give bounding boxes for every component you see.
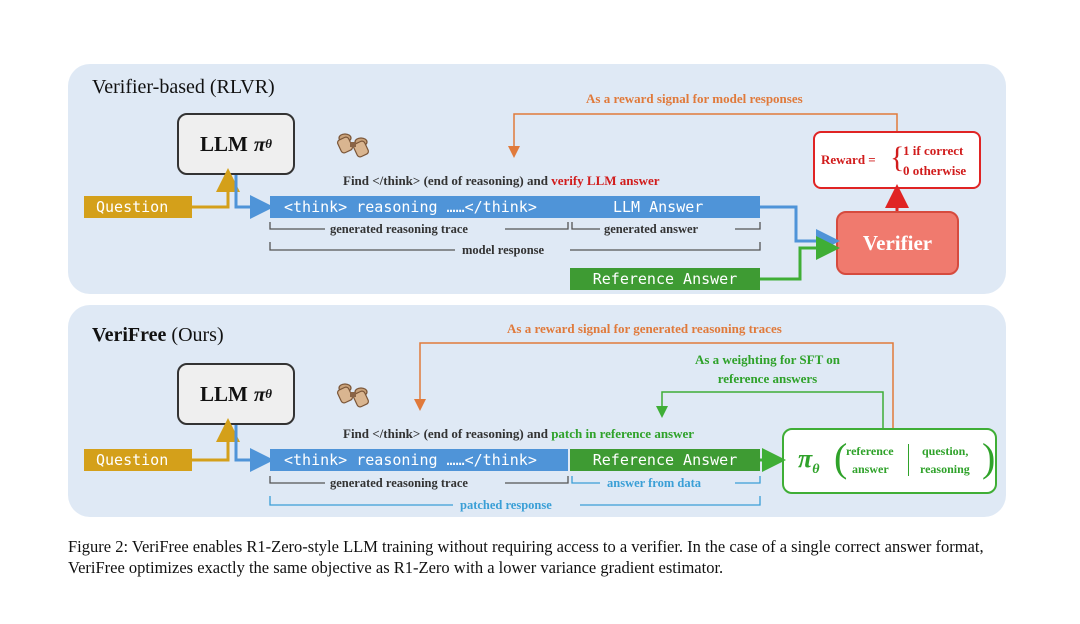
think-text: <think> reasoning ……</think> bbox=[284, 198, 537, 216]
llm-label: LLM bbox=[199, 131, 248, 156]
verifree-question-to-llm bbox=[192, 418, 240, 462]
policy-subscript: θ bbox=[265, 136, 273, 151]
rlvr-think-box: <think> reasoning ……</think> LLM Answer bbox=[270, 196, 760, 218]
verifree-trace-label: generated reasoning trace bbox=[330, 476, 468, 490]
binoculars-icon bbox=[333, 128, 375, 162]
find-highlight: verify LLM answer bbox=[551, 173, 660, 188]
pi-open-paren: ( bbox=[834, 435, 848, 480]
rlvr-reward-signal-label: As a reward signal for model responses bbox=[586, 91, 803, 106]
llm-answer-text: LLM Answer bbox=[613, 198, 704, 216]
find-highlight: patch in reference answer bbox=[551, 426, 695, 441]
pi-numerator-1: reference bbox=[846, 444, 894, 458]
rlvr-trace-label: generated reasoning trace bbox=[330, 222, 468, 236]
rlvr-find-instruction: Find </think> (end of reasoning) and ver… bbox=[343, 173, 660, 189]
rlvr-reference-to-verifier bbox=[760, 236, 840, 281]
policy-symbol: π bbox=[253, 381, 266, 406]
reward-prefix: Reward = bbox=[821, 152, 876, 167]
verifier-box: Verifier bbox=[836, 211, 959, 275]
pi-symbol: πθ bbox=[798, 444, 820, 478]
rlvr-response-label: model response bbox=[462, 243, 545, 257]
verifree-title-bold: VeriFree bbox=[92, 324, 167, 346]
verifree-answer-bracket bbox=[571, 476, 761, 484]
rlvr-answer-bracket bbox=[571, 222, 761, 230]
verifree-title-rest: (Ours) bbox=[166, 324, 224, 346]
rlvr-question-box: Question bbox=[84, 196, 192, 218]
verifree-reward-signal-label: As a reward signal for generated reasoni… bbox=[507, 321, 782, 336]
policy-subscript: θ bbox=[265, 386, 273, 401]
rlvr-reward-feedback bbox=[508, 113, 898, 158]
pi-cond-1: question, bbox=[922, 444, 969, 458]
rlvr-reference-box: Reference Answer bbox=[570, 268, 760, 290]
verifree-llm-to-think bbox=[234, 425, 274, 472]
verifree-question-box: Question bbox=[84, 449, 192, 471]
verifree-reference-box: Reference Answer bbox=[570, 449, 760, 471]
reward-box: Reward = { 1 if correct 0 otherwise bbox=[813, 131, 981, 189]
pi-bar bbox=[908, 444, 909, 476]
policy-symbol: π bbox=[253, 131, 266, 156]
figure-caption: Figure 2: VeriFree enables R1-Zero-style… bbox=[68, 537, 984, 577]
pi-numerator-2: answer bbox=[852, 462, 889, 476]
weighting-line-1: As a weighting for SFT on bbox=[694, 352, 841, 367]
verifree-think-box: <think> reasoning ……</think> bbox=[270, 449, 568, 471]
pi-cond-2: reasoning bbox=[920, 462, 970, 476]
verifree-response-label: patched response bbox=[460, 498, 552, 512]
rlvr-title: Verifier-based (RLVR) bbox=[92, 76, 275, 98]
rlvr-answer-label: generated answer bbox=[604, 222, 699, 236]
weighting-label: As a weighting for SFT on reference answ… bbox=[690, 352, 845, 387]
find-text: Find </think> (end of reasoning) and bbox=[343, 426, 548, 441]
verifree-reward-feedback bbox=[414, 342, 894, 428]
verifree-title: VeriFree (Ours) bbox=[92, 324, 224, 347]
find-text: Find </think> (end of reasoning) and bbox=[343, 173, 548, 188]
rlvr-answer-to-verifier bbox=[760, 205, 840, 253]
weighting-line-2: reference answers bbox=[717, 371, 818, 386]
verifree-find-instruction: Find </think> (end of reasoning) and pat… bbox=[343, 426, 694, 442]
verifree-response-bracket bbox=[269, 496, 761, 506]
rlvr-response-bracket bbox=[269, 242, 761, 251]
verifree-answer-label: answer from data bbox=[607, 476, 701, 490]
binoculars-icon bbox=[333, 378, 375, 412]
reward-case-correct: 1 if correct bbox=[903, 143, 964, 158]
pi-close-paren: ) bbox=[982, 435, 996, 480]
rlvr-llm-to-think bbox=[234, 175, 274, 219]
reward-brace: { bbox=[890, 141, 905, 174]
reward-case-otherwise: 0 otherwise bbox=[903, 163, 967, 178]
rlvr-trace-bracket bbox=[269, 222, 569, 230]
llm-label: LLM bbox=[199, 381, 248, 406]
verifree-trace-bracket bbox=[269, 476, 569, 484]
verifree-weighting-feedback bbox=[656, 391, 884, 428]
rlvr-question-to-llm bbox=[192, 168, 240, 209]
